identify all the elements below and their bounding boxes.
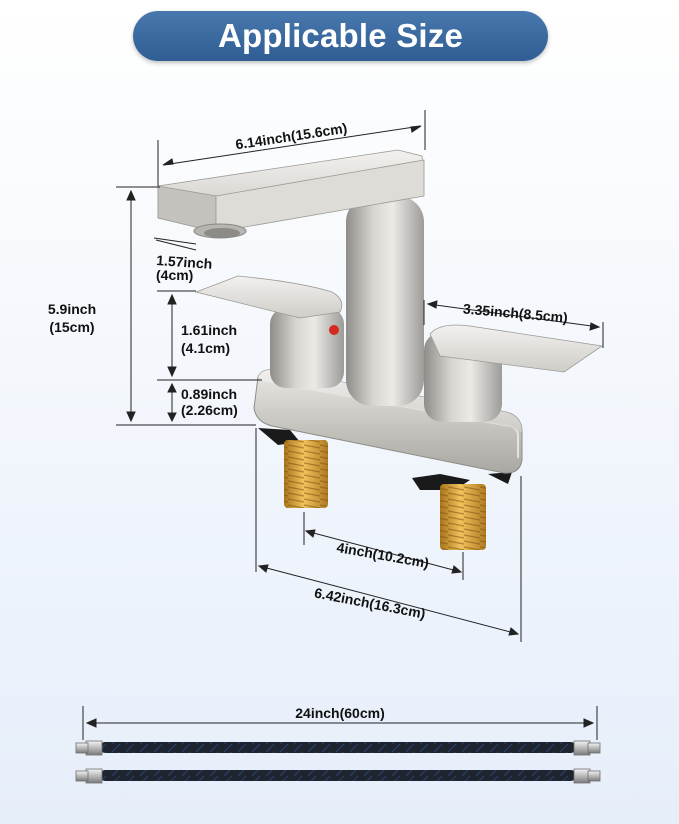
- total-height-metric-label: (15cm): [49, 319, 94, 335]
- center-spacing-label: 4inch(10.2cm): [336, 539, 431, 571]
- supply-hose-top: [75, 740, 601, 756]
- handle-height-metric-label: (4.1cm): [181, 340, 230, 356]
- supply-hoses: [75, 740, 601, 784]
- supply-hose-bottom: [75, 768, 601, 784]
- handle-length-label: 3.35inch(8.5cm): [462, 300, 568, 325]
- left-handle: [194, 275, 344, 388]
- page-title: Applicable Size: [217, 17, 464, 54]
- faucet-illustration: [157, 149, 604, 550]
- hose-length-label: 24inch(60cm): [295, 705, 384, 721]
- right-brass-shank: [440, 484, 486, 550]
- spout-to-handle-metric-label: (4cm): [156, 267, 193, 283]
- base-length-label: 6.42inch(16.3cm): [313, 584, 427, 621]
- title-banner: Applicable Size: [133, 11, 548, 61]
- dimension-lines: [82, 110, 604, 740]
- spout-to-handle-imperial-label: 1.57inch: [156, 252, 213, 272]
- spout-length-label: 6.14inch(15.6cm): [234, 120, 348, 153]
- right-handle: [424, 324, 604, 422]
- total-height-imperial-label: 5.9inch: [48, 301, 96, 317]
- base-height-metric-label: (2.26cm): [181, 402, 238, 418]
- handle-height-imperial-label: 1.61inch: [181, 322, 237, 338]
- hot-indicator-icon: [329, 325, 339, 335]
- base-height-imperial-label: 0.89inch: [181, 386, 237, 402]
- left-brass-shank: [284, 440, 328, 508]
